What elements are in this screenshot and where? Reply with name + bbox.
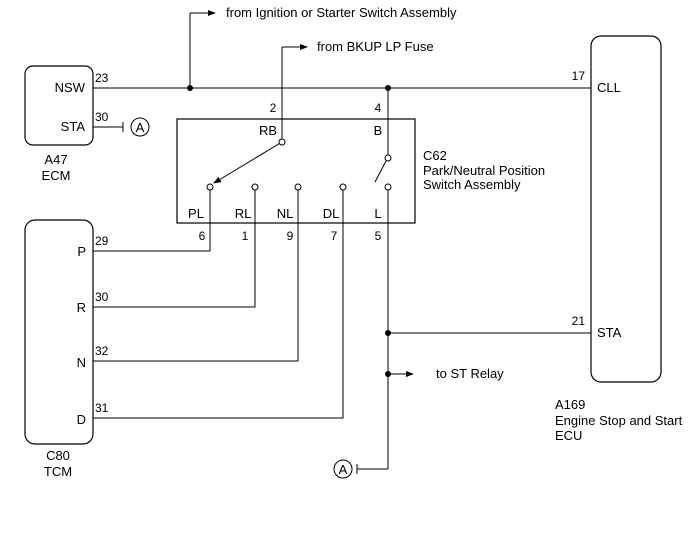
switch-pin-number: 6 (199, 229, 206, 243)
junction-dot (385, 85, 391, 91)
connector-a-bottom: A (333, 459, 353, 479)
contact-nl (294, 183, 302, 191)
switch-pin-label: L (374, 206, 381, 221)
switch-pin-label: NL (277, 206, 294, 221)
switch-contacts (206, 138, 392, 191)
connector-a-circle (130, 117, 150, 137)
tcm-pin-number: 31 (95, 401, 109, 415)
ecm-pin-label: STA (61, 119, 86, 134)
switch-pin-number: 2 (270, 101, 277, 115)
ecm-name: ECM (42, 168, 71, 183)
tcm-pin-label: P (77, 244, 86, 259)
contact-rl (251, 183, 259, 191)
switch-wiper (213, 141, 283, 184)
switch-pin-label: PL (188, 206, 204, 221)
wire-pl-p (93, 190, 211, 252)
tcm-pin-label: R (77, 300, 86, 315)
wire-rl-r (93, 190, 256, 308)
wire-dl-d (93, 190, 344, 419)
wire-nl-n (93, 190, 299, 362)
switch-pin-label: DL (323, 206, 340, 221)
ecu-name-line1: Engine Stop and Start (555, 413, 683, 428)
switch-box (176, 118, 416, 224)
connector-a-ecm: A (130, 117, 150, 137)
switch-code: C62 (423, 148, 447, 163)
connector-a-label: A (339, 462, 348, 477)
note-st-relay: to ST Relay (436, 366, 504, 381)
switch-pin-number: 9 (287, 229, 294, 243)
ecm-pin-label: NSW (55, 80, 86, 95)
contact-pl (206, 183, 214, 191)
switch-pin-label: B (374, 123, 383, 138)
tcm-box (24, 219, 94, 445)
junction-dot (187, 85, 193, 91)
contact-rb (278, 138, 286, 146)
ecu-code: A169 (555, 397, 585, 412)
tcm-code: C80 (46, 448, 70, 463)
tcm-pin-number: 30 (95, 290, 109, 304)
switch-pin-number: 7 (331, 229, 338, 243)
ecu-name-line2: ECU (555, 428, 582, 443)
ecu-pin-label: STA (597, 325, 622, 340)
ecm-pin-number: 30 (95, 110, 109, 124)
tcm-pin-label: D (77, 412, 86, 427)
ecu-pin-label: CLL (597, 80, 621, 95)
switch-name-line2: Switch Assembly (423, 177, 521, 192)
switch-pin-number: 5 (375, 229, 382, 243)
note-bkup: from BKUP LP Fuse (317, 39, 434, 54)
ecu-pin-number: 21 (572, 314, 586, 328)
tcm-pin-label: N (77, 355, 86, 370)
ecm-code: A47 (44, 152, 67, 167)
switch-pin-label: RB (259, 123, 277, 138)
ecm-pin-number: 23 (95, 71, 109, 85)
switch-b-l (374, 160, 387, 183)
tcm-pin-number: 29 (95, 234, 109, 248)
ecm-box (24, 65, 94, 146)
switch-pin-label: RL (235, 206, 252, 221)
switch-pin-number: 4 (375, 101, 382, 115)
junction-dot (385, 371, 391, 377)
switch-name-line1: Park/Neutral Position (423, 163, 545, 178)
ecu-box (590, 35, 662, 383)
contact-b (384, 154, 392, 162)
wires (93, 10, 591, 474)
note-ignition: from Ignition or Starter Switch Assembly (226, 5, 457, 20)
contact-dl (339, 183, 347, 191)
junctions (187, 85, 391, 377)
switch-pin-number: 1 (242, 229, 249, 243)
tcm-pin-number: 32 (95, 344, 109, 358)
tcm-name: TCM (44, 464, 72, 479)
junction-dot (385, 330, 391, 336)
ecu-pin-number: 17 (572, 69, 586, 83)
connector-a-label: A (136, 120, 145, 135)
contact-l (384, 183, 392, 191)
connector-a-circle (333, 459, 353, 479)
